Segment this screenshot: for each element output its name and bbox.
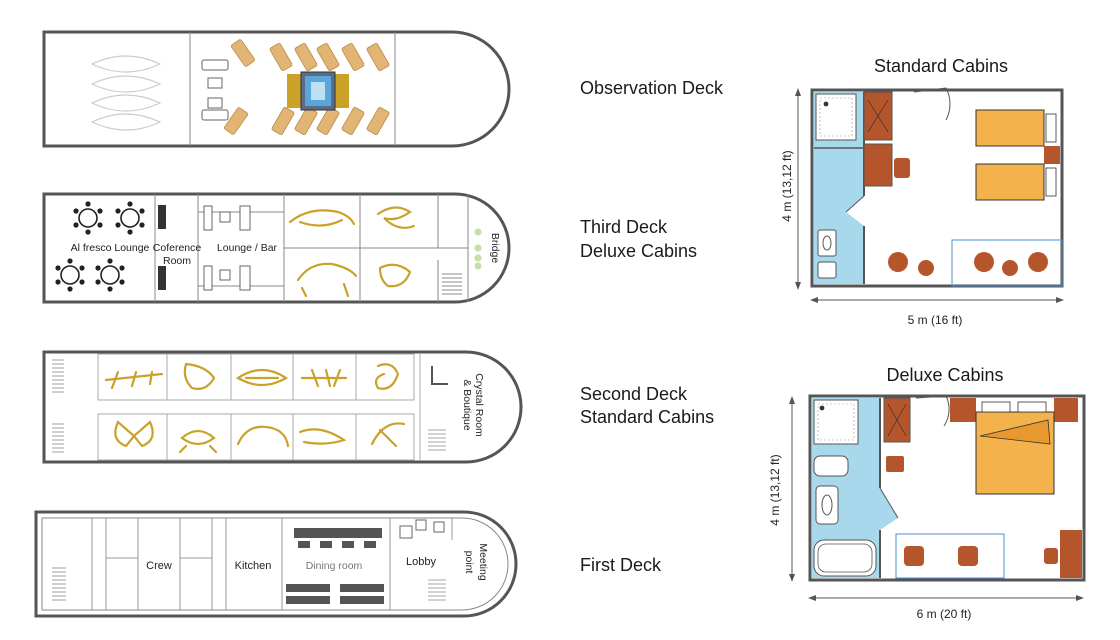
meeting-point-label: Meeting <box>477 543 489 581</box>
standard-cabins-title: Standard Cabins <box>874 56 1008 76</box>
conference-room-label-line2: Room <box>163 255 191 267</box>
alfresco-lounge-label: Al fresco Lounge <box>71 242 150 254</box>
crew-label: Crew <box>146 560 172 572</box>
butterfly-icon <box>114 420 154 448</box>
crystal-room-label: Crystal Room <box>473 373 485 437</box>
first-deck-stairs <box>52 567 446 601</box>
standard-width-label: 5 m (16 ft) <box>908 313 963 327</box>
dining-tables <box>286 528 384 604</box>
animal-artworks <box>288 206 416 298</box>
jacuzzi <box>287 71 349 111</box>
meeting-point-label-line2: point <box>463 551 475 574</box>
caiman-icon <box>104 370 164 390</box>
alfresco-tables <box>55 201 145 292</box>
turtle-icon <box>235 368 289 387</box>
kitchen-label: Kitchen <box>235 560 272 572</box>
deluxe-width-label: 6 m (20 ft) <box>917 607 972 621</box>
corridor-stairs <box>52 359 446 453</box>
deluxe-cabins-title: Deluxe Cabins <box>886 365 1003 385</box>
first-deck-hull <box>34 510 518 618</box>
lifeboats <box>90 55 162 131</box>
anteater-icon <box>236 425 290 448</box>
observation-deck-hull <box>42 30 511 148</box>
lounge-bar-label: Lounge / Bar <box>217 242 278 254</box>
conference-tables <box>158 205 166 290</box>
jaguar-icon <box>296 262 358 298</box>
deluxe-cabin-plan <box>789 394 1086 601</box>
third-deck-stairs <box>442 273 462 295</box>
otter-icon <box>298 428 347 445</box>
second-deck <box>42 350 523 464</box>
boutique-label: & Boutique <box>461 379 473 431</box>
second-deck-hull <box>42 350 523 464</box>
third-deck-sublabel: Deluxe Cabins <box>580 241 697 261</box>
dining-room-label: Dining room <box>306 560 363 572</box>
second-deck-sublabel: Standard Cabins <box>580 407 714 427</box>
third-deck-label: Third Deck <box>580 217 668 237</box>
conference-room-label: Coference <box>153 242 202 254</box>
monkey-icon <box>374 363 400 390</box>
deluxe-depth-label: 4 m (13,12 ft) <box>768 454 782 525</box>
standard-bed-1 <box>975 109 1045 147</box>
ant-icon <box>300 368 348 388</box>
observation-seating <box>201 59 229 121</box>
third-deck <box>42 192 511 304</box>
observation-deck-label: Observation Deck <box>580 78 724 98</box>
observation-deck <box>42 30 511 148</box>
dolphin-icon <box>288 209 356 227</box>
toucan-icon <box>183 362 216 390</box>
bridge-label: Bridge <box>489 233 501 264</box>
lounge-furniture <box>203 205 251 291</box>
frog-icon <box>178 429 218 454</box>
standard-depth-label: 4 m (13,12 ft) <box>780 150 794 221</box>
sun-loungers <box>224 39 390 135</box>
lobby-label: Lobby <box>406 556 436 568</box>
standard-cabin-plan <box>795 87 1064 303</box>
first-deck <box>34 510 518 618</box>
standard-bed-2 <box>975 163 1045 201</box>
bird-icon <box>370 422 406 448</box>
lobby-seating <box>399 519 445 539</box>
manatee-icon <box>378 263 412 288</box>
bridge-lights <box>474 228 482 270</box>
cabin-artworks <box>104 362 406 454</box>
snake-icon <box>376 206 416 229</box>
second-deck-label: Second Deck <box>580 384 688 404</box>
first-deck-label: First Deck <box>580 555 662 575</box>
